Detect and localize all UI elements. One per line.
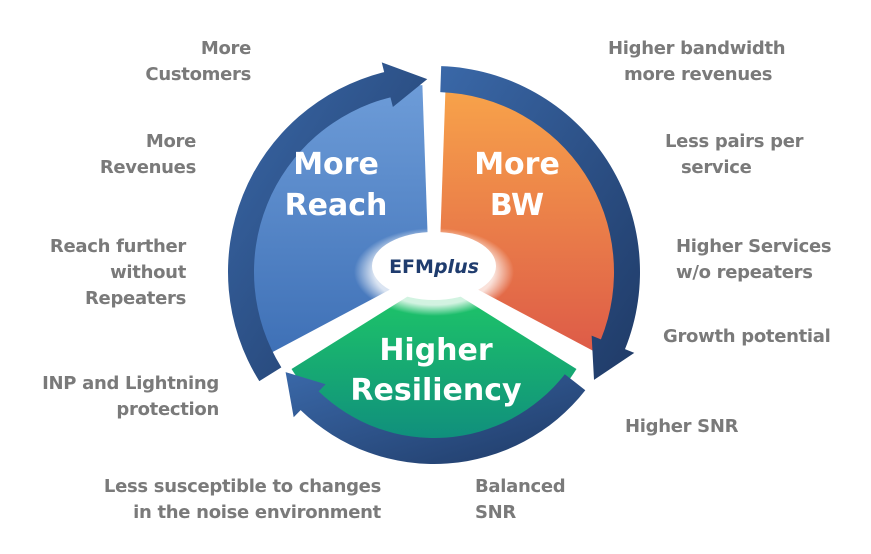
benefit-label: Reach further without Repeaters <box>49 236 186 309</box>
benefit-label: More Revenues <box>99 131 196 178</box>
benefit-label: Growth potential <box>663 326 831 347</box>
segment-title-line1: More <box>474 147 560 182</box>
hub-label: EFMplus <box>389 256 479 278</box>
benefit-label: Higher Services w/o repeaters <box>676 236 832 283</box>
benefit-label: Balanced SNR <box>475 476 566 523</box>
benefit-label: Less susceptible to changes in the noise… <box>103 476 381 523</box>
hub-ellipse <box>372 232 496 300</box>
benefit-label: Higher SNR <box>625 416 739 437</box>
benefit-label: More Customers <box>145 38 251 85</box>
cycle-arrow-bw <box>440 66 640 380</box>
benefit-label: Higher bandwidth more revenues <box>608 38 786 85</box>
cycle-arrow-resiliency <box>285 372 586 465</box>
segment-title-line1: More <box>293 147 379 182</box>
segment-title-line2: Reach <box>285 188 388 223</box>
segment-title-line2: BW <box>490 188 544 223</box>
benefit-label: INP and Lightning protection <box>42 373 219 420</box>
segment-higher-resiliency <box>291 280 577 449</box>
benefit-label: Less pairs per service <box>665 131 804 178</box>
segment-title-line2: Resiliency <box>350 373 522 408</box>
cycle-arrow-reach <box>228 62 428 382</box>
segment-title-line1: Higher <box>379 333 493 368</box>
